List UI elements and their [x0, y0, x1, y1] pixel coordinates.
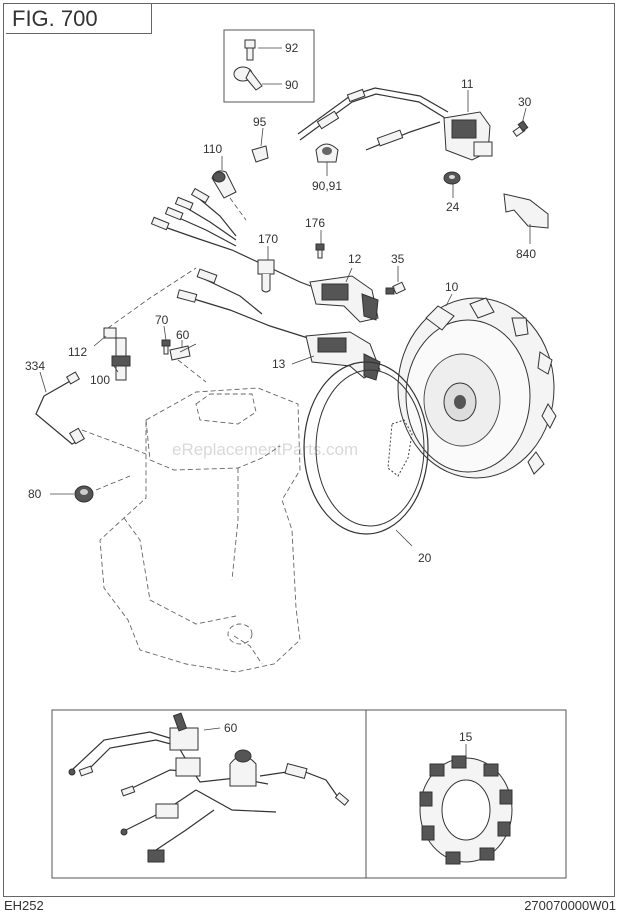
callout-334: 334	[25, 359, 45, 373]
switch-60[interactable]	[169, 343, 197, 361]
model-code: EH252	[4, 898, 44, 913]
callout-110: 110	[203, 142, 222, 156]
drawing-frame	[3, 3, 615, 897]
callout-100: 100	[90, 373, 110, 387]
callout-92: 92	[285, 41, 299, 55]
screw-70[interactable]	[161, 339, 171, 355]
pulser-coil-12[interactable]	[309, 275, 379, 323]
cord-sleeve	[316, 110, 340, 130]
callout-840: 840	[516, 247, 536, 261]
inset-box-clamp	[223, 29, 315, 103]
plug-terminal-112[interactable]	[103, 327, 117, 339]
callout-35: 35	[391, 252, 405, 266]
callout-60: 60	[176, 328, 190, 342]
callout-170: 170	[258, 232, 278, 246]
lower-harness	[183, 295, 309, 339]
callout-60-lower: 60	[224, 721, 238, 735]
screw-176[interactable]	[315, 243, 325, 259]
clip-95[interactable]	[251, 145, 269, 163]
washer-24[interactable]	[443, 171, 461, 185]
switch-harness-60[interactable]	[68, 712, 350, 863]
callout-24: 24	[446, 200, 460, 214]
callout-90: 90	[285, 78, 299, 92]
callout-13: 13	[272, 357, 286, 371]
callout-30: 30	[518, 95, 532, 109]
callout-10: 10	[445, 280, 459, 294]
lower-inset-box	[51, 709, 567, 879]
callout-95: 95	[253, 115, 267, 129]
ignition-coil-11[interactable]	[443, 111, 493, 161]
bolt-30[interactable]	[512, 120, 529, 138]
callout-80: 80	[28, 487, 42, 501]
stator-15[interactable]	[419, 755, 513, 865]
parts-diagram: eReplacementParts.com 92 90 11 30 24 840	[25, 29, 567, 879]
clamp-90[interactable]	[233, 66, 263, 91]
bracket-840[interactable]	[503, 193, 549, 229]
diagram-code: 270070000W01	[524, 898, 616, 913]
figure-title: FIG. 700	[6, 4, 152, 34]
watermark-text: eReplacementParts.com	[172, 440, 358, 459]
ht-lead-334[interactable]	[35, 371, 86, 445]
ring-gear-20[interactable]	[303, 361, 429, 535]
plug-cord	[297, 87, 449, 135]
callout-112: 112	[68, 345, 87, 359]
callout-11: 11	[461, 77, 474, 91]
bolt-92[interactable]	[244, 39, 256, 61]
flywheel-10[interactable]	[397, 297, 557, 479]
plug-cap-110[interactable]	[211, 170, 237, 199]
callout-20: 20	[418, 551, 432, 565]
bolt-35[interactable]	[385, 281, 406, 295]
harness-clamp-170[interactable]	[257, 259, 275, 293]
callout-12: 12	[348, 252, 362, 266]
engine-outline	[99, 387, 301, 673]
callout-176: 176	[305, 216, 325, 230]
cap-80[interactable]	[74, 485, 94, 503]
spark-plug-100[interactable]	[111, 337, 131, 381]
callout-70: 70	[155, 313, 169, 327]
main-harness	[155, 223, 317, 289]
exciter-coil-13[interactable]	[305, 331, 381, 381]
callout-15: 15	[459, 730, 473, 744]
callout-90-91: 90,91	[312, 179, 342, 193]
grommet-90-91[interactable]	[315, 143, 339, 163]
